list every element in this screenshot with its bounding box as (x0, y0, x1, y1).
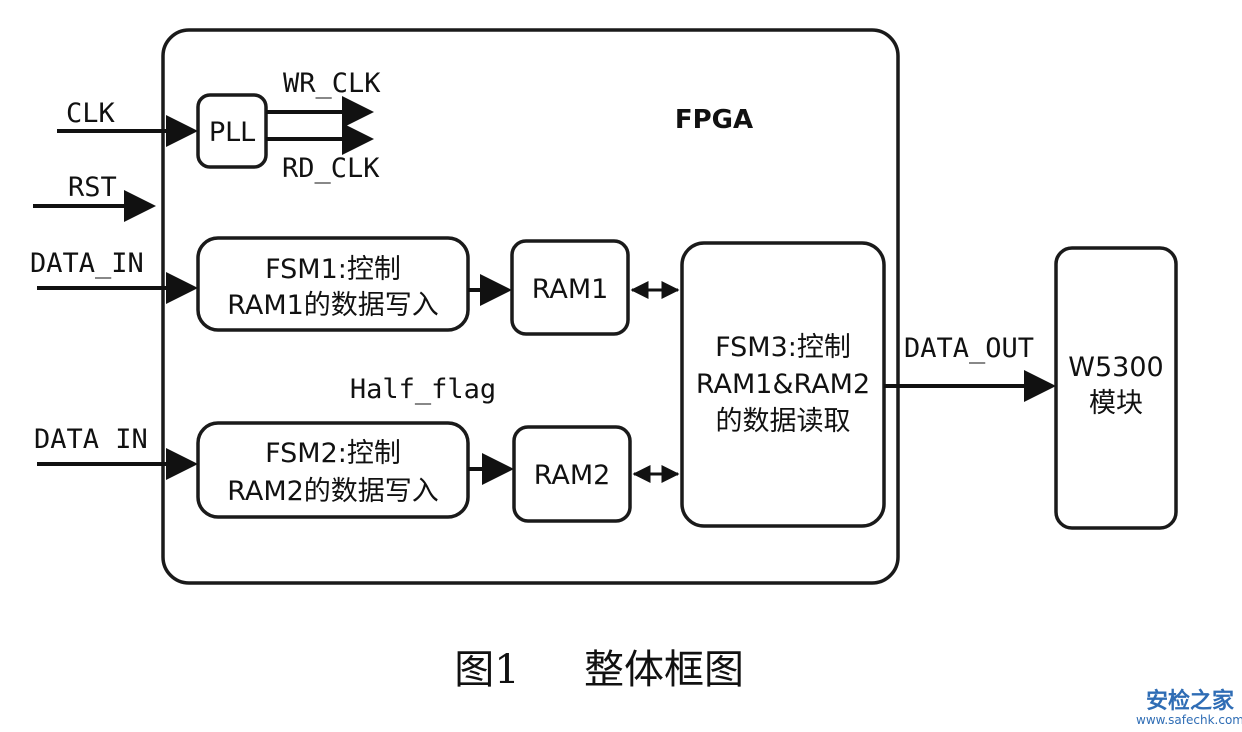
ram2-block (512, 425, 632, 523)
data-in-1-label: DATA_IN (30, 248, 144, 279)
half-flag-label: Half_flag (350, 374, 496, 405)
watermark-name: 安检之家 (1146, 688, 1235, 714)
pll-block (196, 93, 268, 169)
fsm1-block (196, 236, 470, 332)
ram1-label: RAM1 (532, 274, 609, 305)
fpga-label: FPGA (675, 105, 753, 135)
fsm3-line2: RAM1&RAM2 (696, 369, 870, 400)
data-out-label: DATA_OUT (904, 333, 1034, 364)
w5300-block (1054, 246, 1178, 530)
ram2-label: RAM2 (534, 460, 611, 491)
ram1-block (510, 239, 630, 336)
rst-label: RST (68, 172, 117, 203)
fsm1-line2: RAM1的数据写入 (227, 290, 439, 321)
fsm2-line2: RAM2的数据写入 (227, 476, 439, 507)
w5300-line1: W5300 (1068, 352, 1163, 383)
pll-label: PLL (209, 117, 255, 148)
w5300-line2: 模块 (1089, 388, 1143, 419)
rd-clk-label: RD_CLK (282, 153, 380, 184)
fsm3-line1: FSM3:控制 (715, 332, 851, 363)
wr-clk-label: WR_CLK (283, 68, 381, 99)
fsm2-line1: FSM2:控制 (265, 438, 401, 469)
clk-label: CLK (66, 98, 116, 129)
data-in-2-label: DATA IN (34, 424, 148, 455)
fsm3-line3: 的数据读取 (716, 406, 851, 437)
watermark-url: www.safechk.com (1136, 713, 1242, 727)
fsm1-line1: FSM1:控制 (265, 254, 401, 285)
caption-number: 图1 (454, 647, 519, 693)
caption-title: 整体框图 (584, 647, 744, 693)
